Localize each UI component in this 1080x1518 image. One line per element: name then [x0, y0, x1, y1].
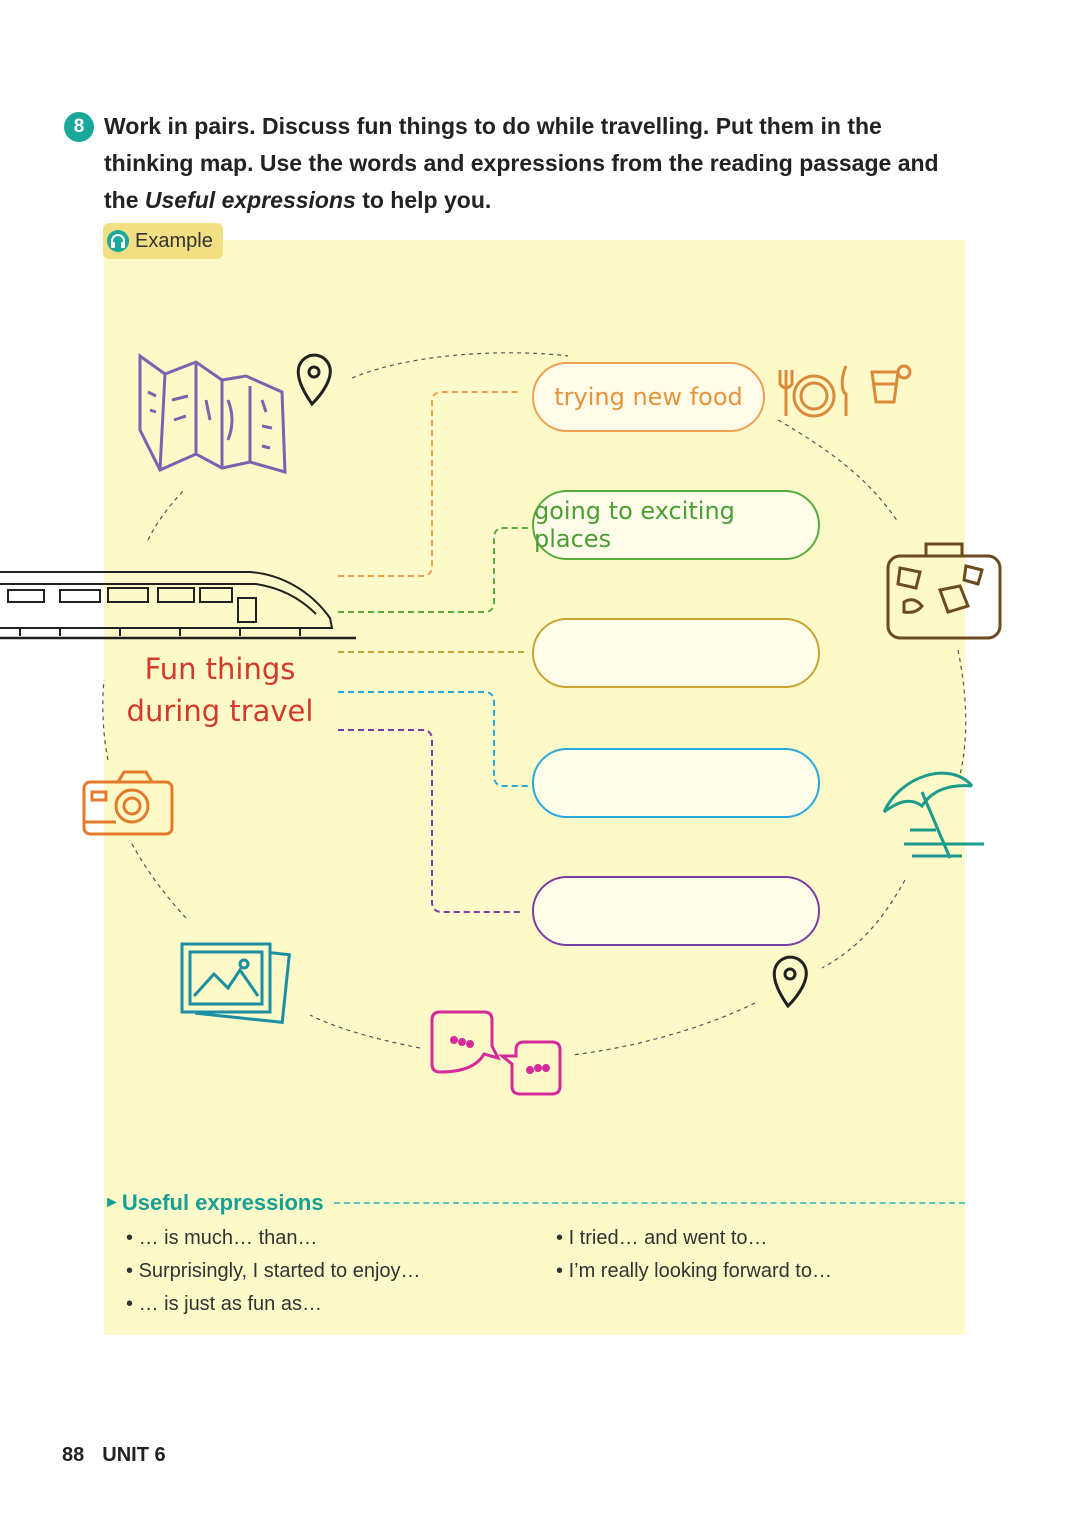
example-label: Example	[135, 229, 213, 252]
dashed-divider	[333, 1202, 965, 1204]
list-item: … is much… than…	[126, 1222, 421, 1255]
page-footer: 88 UNIT 6	[62, 1444, 166, 1467]
camera-icon	[82, 770, 174, 836]
unit-label: UNIT 6	[102, 1444, 166, 1466]
useful-expressions-title: ► Useful expressions	[104, 1190, 965, 1216]
page-number: 88	[62, 1444, 85, 1466]
useful-expressions-section: ► Useful expressions … is much… than… Su…	[104, 1190, 965, 1315]
list-item: … is just as fun as…	[126, 1288, 421, 1321]
thinking-map-center: Fun things during travel	[110, 648, 330, 732]
center-line-2: during travel	[126, 694, 314, 728]
example-audio-tag[interactable]: Example	[103, 223, 223, 259]
expressions-list-left: … is much… than… Surprisingly, I started…	[126, 1222, 421, 1321]
list-item: I tried… and went to…	[556, 1222, 832, 1255]
train-icon	[0, 571, 356, 640]
branch-bubble-4-blank[interactable]	[532, 748, 820, 818]
branch-bubble-5-blank[interactable]	[532, 876, 820, 946]
location-pin-icon-2	[772, 955, 808, 1009]
suitcase-icon	[886, 542, 1002, 640]
expressions-list-right: I tried… and went to… I’m really looking…	[556, 1222, 832, 1288]
headphones-icon	[107, 230, 129, 252]
task-text-part-2: to help you.	[355, 187, 492, 213]
branch-bubble-2: going to exciting places	[532, 490, 820, 560]
task-number-badge: 8	[64, 112, 94, 142]
cutlery-icon	[778, 365, 848, 418]
branch-bubble-1: trying new food	[532, 362, 765, 432]
drink-icon	[870, 364, 912, 404]
task-instruction: 8 Work in pairs. Discuss fun things to d…	[64, 108, 964, 219]
useful-expressions-heading: Useful expressions	[121, 1190, 324, 1215]
task-text-italic: Useful expressions	[144, 187, 356, 213]
map-icon	[138, 353, 287, 475]
center-line-1: Fun things	[144, 652, 296, 686]
chat-bubbles-icon	[430, 1010, 562, 1096]
arrow-icon: ►	[104, 1194, 120, 1211]
task-text: Work in pairs. Discuss fun things to do …	[104, 108, 964, 219]
branch-bubble-3-blank[interactable]	[532, 618, 820, 688]
task-text-part-1: Work in pairs. Discuss fun things to do …	[104, 113, 939, 213]
list-item: I’m really looking forward to…	[556, 1255, 832, 1288]
photos-icon	[180, 942, 291, 1024]
list-item: Surprisingly, I started to enjoy…	[126, 1255, 421, 1288]
beach-umbrella-icon	[882, 771, 984, 859]
location-pin-icon	[296, 353, 332, 407]
